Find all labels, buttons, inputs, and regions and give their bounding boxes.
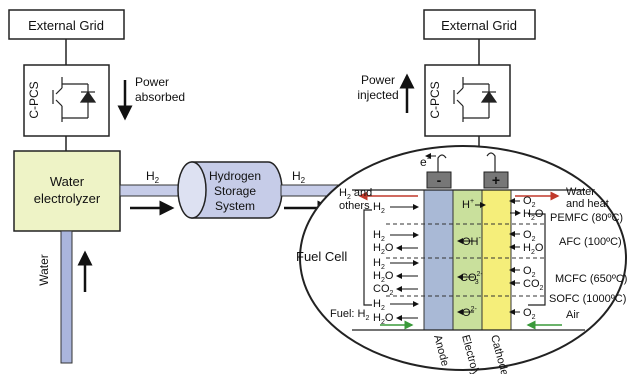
external-grid-label-left: External Grid bbox=[28, 18, 104, 33]
storage-label-1: Hydrogen bbox=[209, 169, 261, 183]
h2-label-left: H2 bbox=[146, 169, 160, 185]
cathode-layer bbox=[481, 189, 512, 331]
fuel-cell-label: Fuel Cell bbox=[296, 249, 347, 264]
water-heat-label-1: Water bbox=[566, 186, 595, 198]
cell-type-mcfc: MCFC (650ºC) bbox=[555, 273, 627, 285]
anode-h2-row2: H2 bbox=[373, 229, 385, 243]
anode-h2o-row2: H2O bbox=[373, 242, 394, 256]
cathode-sign: + bbox=[492, 172, 500, 188]
cathode-h2o-row2: H2O bbox=[523, 242, 544, 256]
h2-pipe-left bbox=[119, 184, 188, 197]
anode-layer bbox=[423, 189, 454, 331]
water-pipe bbox=[60, 230, 73, 364]
ion-o2-minus: O2- bbox=[462, 306, 477, 319]
anode-h2o-row4: H2O bbox=[373, 312, 394, 326]
cpcs-label-left: C-PCS bbox=[27, 81, 41, 118]
cell-type-pemfc: PEMFC (80ºC) bbox=[550, 212, 623, 224]
fuel-h2-label: Fuel: H2 bbox=[330, 308, 369, 322]
row-separators bbox=[386, 223, 545, 297]
water-electrolyzer bbox=[13, 150, 121, 232]
cell-type-sofc: SOFC (1000ºC) bbox=[549, 293, 626, 305]
igbt-diode-icon-right bbox=[453, 77, 498, 122]
h2-others-label-2: others bbox=[339, 200, 370, 212]
power-injected-label-1: Power bbox=[361, 73, 395, 87]
anode-sign: - bbox=[437, 172, 442, 188]
air-label: Air bbox=[566, 309, 580, 321]
ion-oh: OH- bbox=[462, 235, 482, 248]
anode-h2-row3: H2 bbox=[373, 257, 385, 271]
ion-co3: CO2-3 bbox=[460, 271, 483, 286]
water-label: Water bbox=[37, 254, 51, 286]
power-injected-label-2: injected bbox=[357, 88, 398, 102]
cpcs-box-right bbox=[424, 64, 511, 137]
cathode-co2-row3: CO2 bbox=[523, 278, 544, 292]
anode-h2o-row3: H2O bbox=[373, 270, 394, 284]
storage-label-3: System bbox=[215, 199, 255, 213]
cpcs-box-left bbox=[23, 64, 110, 137]
water-heat-label-2: and heat bbox=[566, 198, 609, 210]
electrolyzer-label-2: electrolyzer bbox=[34, 191, 101, 206]
external-grid-box-left bbox=[8, 9, 125, 40]
external-grid-box-right bbox=[423, 9, 536, 40]
anode-co2-row3: CO2 bbox=[373, 283, 394, 297]
h2-label-right: H2 bbox=[292, 169, 306, 185]
electrolyzer-label-1: Water bbox=[50, 174, 85, 189]
power-absorbed-label-2: absorbed bbox=[135, 90, 185, 104]
ion-h-plus: H+ bbox=[462, 198, 474, 211]
anode-h2-row4: H2 bbox=[373, 298, 385, 312]
cpcs-label-right: C-PCS bbox=[428, 81, 442, 118]
cell-type-afc: AFC (100ºC) bbox=[559, 236, 622, 248]
hydrogen-storage-system bbox=[177, 161, 283, 219]
anode-terminal bbox=[426, 171, 452, 189]
cathode-h2o-row1: H2O bbox=[523, 208, 544, 222]
storage-label-2: Storage bbox=[214, 184, 256, 198]
anode-h2-row1: H2 bbox=[373, 201, 385, 215]
power-absorbed-label-1: Power bbox=[135, 75, 169, 89]
h2-others-label-1: H2 and bbox=[339, 187, 372, 201]
cathode-terminal bbox=[483, 171, 509, 189]
external-grid-label-right: External Grid bbox=[441, 18, 517, 33]
igbt-diode-icon-left bbox=[52, 77, 97, 122]
